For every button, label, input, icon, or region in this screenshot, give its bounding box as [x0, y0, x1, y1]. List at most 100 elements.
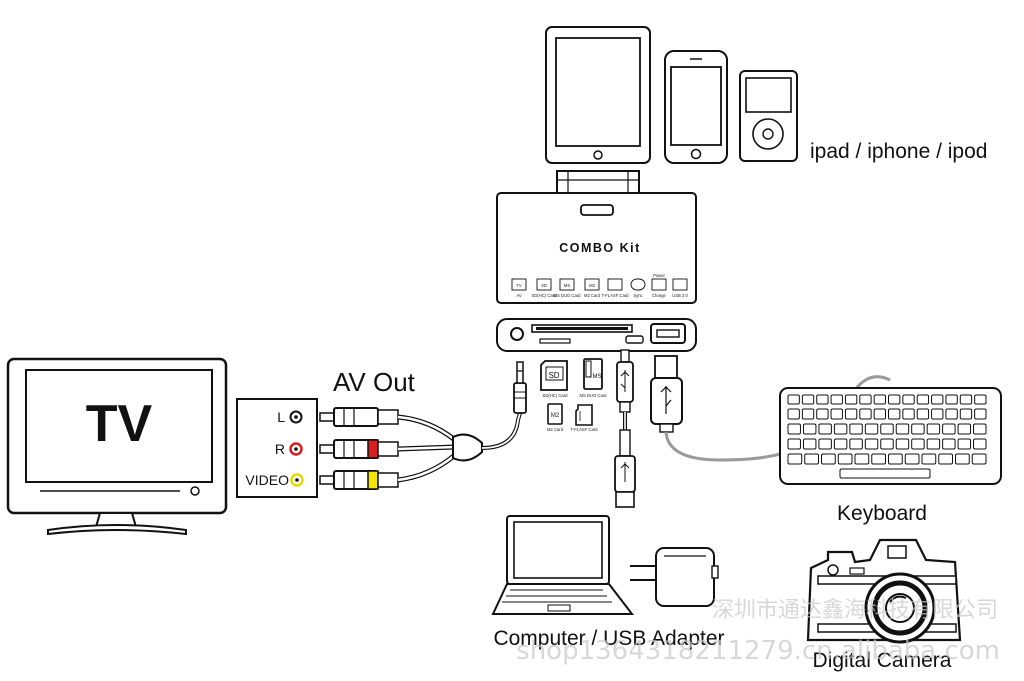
ms-duo-card-icon: MS [583, 358, 603, 390]
keyboard-key [942, 423, 956, 435]
combo-kit-label: COMBO Kit [559, 241, 641, 255]
keyboard-key [801, 394, 815, 405]
combo-icon-caption: M2 Card [584, 293, 601, 298]
tv-label: TV [86, 395, 153, 453]
keyboard-spacebar [839, 468, 931, 479]
av-panel-right-label: R [275, 441, 285, 457]
keyboard-key [859, 408, 872, 420]
keyboard-key [802, 438, 817, 450]
keyboard-key [955, 453, 970, 465]
keyboard-key [837, 453, 853, 465]
keyboard-key [957, 438, 972, 450]
keyboard-key [974, 408, 987, 420]
keyboard-key [880, 423, 894, 435]
combo-icon-glyph: TV [516, 283, 522, 288]
keyboard-key [816, 408, 829, 420]
keyboard-key [830, 408, 843, 420]
keyboard-key [787, 394, 800, 405]
keyboard-key [926, 423, 941, 435]
keyboard-key [849, 438, 863, 450]
micro-usb-port-icon [625, 335, 644, 344]
computer-usb-adapter-label: Computer / USB Adapter [493, 627, 724, 650]
m2-card-caption: M2 Card [547, 427, 564, 432]
tflash-card-icon [575, 404, 593, 426]
combo-icon-glyph: SD [541, 283, 547, 288]
keyboard-key [902, 394, 915, 405]
av-input-panel: L R VIDEO [236, 398, 318, 498]
av-port-icon [510, 327, 524, 341]
m2-card-glyph: M2 [551, 413, 560, 419]
av-panel-video-label: VIDEO [245, 472, 289, 488]
keyboard-key [849, 423, 863, 435]
keyboard-key [971, 453, 987, 465]
combo-icon-caption: Charge [652, 293, 666, 298]
keyboard-usb-cable [650, 355, 791, 462]
keyboard-illustration [779, 375, 1002, 485]
combo-icon-0: TV AV [511, 278, 527, 298]
usb-adapter-illustration [630, 547, 719, 607]
keyboard-key [895, 423, 910, 435]
combo-icon-caption: SD(HC) Card [532, 293, 558, 298]
keyboard-key [844, 408, 858, 420]
keyboard-key [959, 394, 973, 405]
keyboard-key [916, 394, 930, 405]
keyboard-keys [787, 394, 987, 479]
combo-icon-caption: AV [516, 293, 521, 298]
keyboard-key [902, 408, 915, 420]
combo-icon-1: SD SD(HC) Card [532, 278, 558, 298]
tflash-card-caption: T-FLASF Card [571, 427, 599, 432]
watermark-company: 深圳市通达鑫海科技有限公司 [712, 598, 998, 623]
keyboard-key [973, 438, 987, 450]
keyboard-key [888, 394, 901, 405]
keyboard-key [818, 423, 832, 435]
keyboard-key [888, 408, 901, 420]
sd-card-icon: SD [540, 360, 568, 391]
keyboard-key [787, 438, 801, 450]
keyboard-key [833, 423, 848, 435]
ipod-illustration [739, 70, 798, 162]
keyboard-key [911, 438, 925, 450]
av-panel-left-label: L [277, 409, 285, 425]
watermark-shop-url: shop1364318211279.cn.alibaba.com [516, 636, 1000, 666]
keyboard-key [957, 423, 972, 435]
keyboard-key [945, 408, 958, 420]
keyboard-key [787, 408, 800, 420]
keyboard-key [873, 408, 887, 420]
keyboard-key [818, 438, 832, 450]
keyboard-key [926, 438, 941, 450]
digital-camera-illustration [806, 538, 962, 644]
keyboard-key [833, 438, 848, 450]
combo-icon-4: T-FLASF Card [602, 278, 630, 298]
keyboard-key [844, 394, 858, 405]
keyboard-key [787, 453, 803, 465]
combo-icon-caption: Sync [633, 293, 642, 298]
keyboard-key [871, 453, 886, 465]
keyboard-key [802, 423, 817, 435]
keyboard-key [921, 453, 937, 465]
keyboard-key [859, 394, 872, 405]
ms-card-glyph: MS [593, 374, 602, 380]
combo-icon-caption: MS DUO Card [554, 293, 582, 298]
keyboard-key [816, 394, 829, 405]
keyboard-key [804, 453, 819, 465]
keyboard-key [854, 453, 870, 465]
keyboard-key [801, 408, 815, 420]
combo-kit-port-view [496, 318, 697, 352]
keyboard-key [931, 408, 944, 420]
keyboard-label: Keyboard [837, 502, 927, 525]
keyboard-key [959, 408, 973, 420]
combo-icon-caption: T-FLASF Card [602, 293, 630, 298]
rca-cable [319, 361, 527, 490]
sd-card-caption: SD(HC) Card [543, 393, 569, 398]
keyboard-key [916, 408, 930, 420]
keyboard-key [864, 423, 879, 435]
keyboard-key [938, 453, 953, 465]
keyboard-key [873, 394, 887, 405]
ms-card-caption: MS DUO Card [580, 393, 608, 398]
keyboard-key [880, 438, 894, 450]
keyboard-key [904, 453, 920, 465]
iphone-illustration [664, 50, 728, 164]
